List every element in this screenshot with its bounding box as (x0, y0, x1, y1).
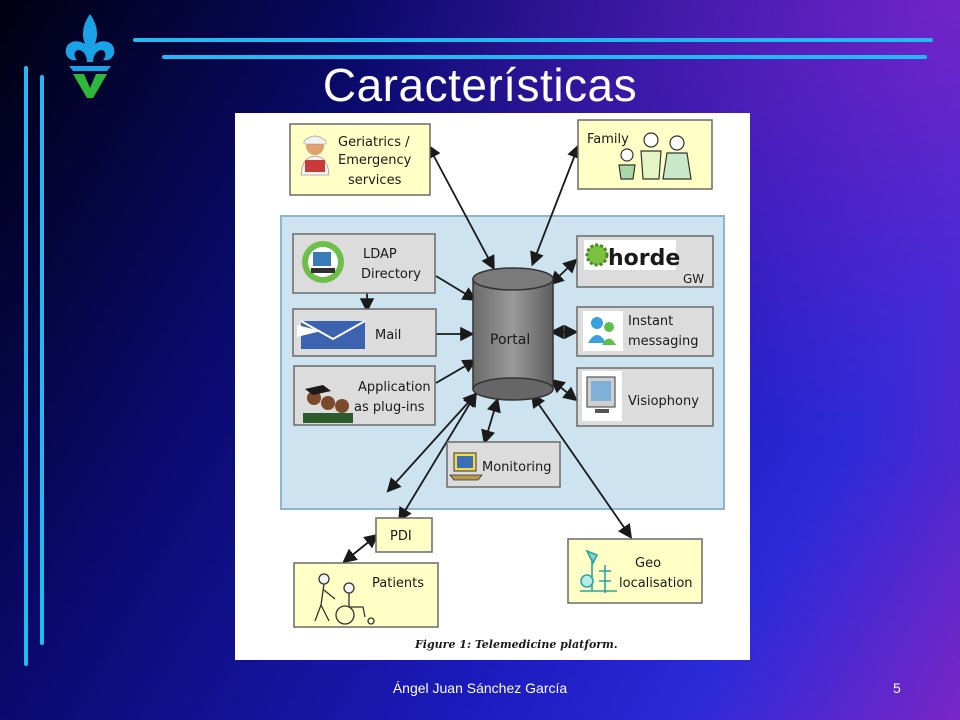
family-label: Family (587, 132, 629, 147)
satellite-antenna-icon (580, 549, 617, 593)
application-line-2: as plug-ins (354, 400, 425, 415)
gear-icon (585, 243, 609, 267)
left-line-outer (24, 66, 28, 666)
monitor-icon (586, 376, 616, 413)
top-line-upper (133, 38, 933, 42)
telemedicine-diagram: Geriatrics / Emergency services Family (235, 113, 750, 660)
portal-label: Portal (490, 332, 530, 348)
horde-label: horde (608, 246, 680, 271)
node-family: Family (577, 119, 713, 190)
left-line-inner (40, 75, 44, 645)
portal-database-icon: Portal (472, 267, 554, 401)
node-instant-messaging: Instant messaging (576, 306, 714, 357)
node-geriatrics: Geriatrics / Emergency services (289, 123, 431, 196)
node-application-plugins: Application as plug-ins (293, 365, 436, 426)
geriatrics-line-2: Emergency (338, 153, 412, 168)
pdi-label: PDI (390, 529, 412, 544)
page-number: 5 (893, 680, 901, 696)
graduates-icon (303, 385, 353, 423)
wheelchair-icon (314, 573, 375, 625)
geo-line-2: localisation (619, 576, 693, 591)
node-geo-localisation: Geo localisation (567, 538, 703, 604)
instant-line-2: messaging (628, 334, 699, 349)
messenger-icon (588, 317, 616, 345)
slide-title: Características (322, 59, 638, 111)
monitoring-label: Monitoring (482, 460, 552, 475)
application-line-1: Application (358, 380, 431, 395)
figure-caption: Figure 1: Telemedicine platform. (414, 638, 618, 651)
family-people-icon (618, 132, 692, 180)
instant-line-1: Instant (628, 314, 673, 329)
ldap-line-1: LDAP (363, 247, 397, 262)
footer-author: Ángel Juan Sánchez García (392, 680, 568, 696)
connection-arrows (342, 143, 633, 564)
patients-label: Patients (372, 576, 424, 591)
geriatrics-line-1: Geriatrics / (338, 135, 410, 150)
computer-monitor-icon (449, 452, 483, 481)
node-mail: Mail (292, 308, 437, 357)
node-monitoring: Monitoring (446, 441, 561, 488)
mail-label: Mail (375, 328, 401, 343)
geo-line-1: Geo (635, 556, 661, 571)
visiophony-label: Visiophony (628, 394, 699, 409)
node-patients: Patients (293, 562, 439, 628)
horde-gw-label: GW (683, 272, 704, 286)
node-visiophony: Visiophony (576, 367, 714, 427)
node-horde-gw: horde GW (576, 235, 714, 288)
ldap-line-2: Directory (361, 267, 421, 282)
university-logo-icon (65, 14, 115, 98)
node-ldap-directory: LDAP Directory (292, 233, 436, 294)
geriatrics-line-3: services (348, 173, 402, 188)
top-line-lower (162, 55, 927, 59)
node-pdi: PDI (375, 517, 433, 553)
envelope-icon (301, 321, 365, 349)
